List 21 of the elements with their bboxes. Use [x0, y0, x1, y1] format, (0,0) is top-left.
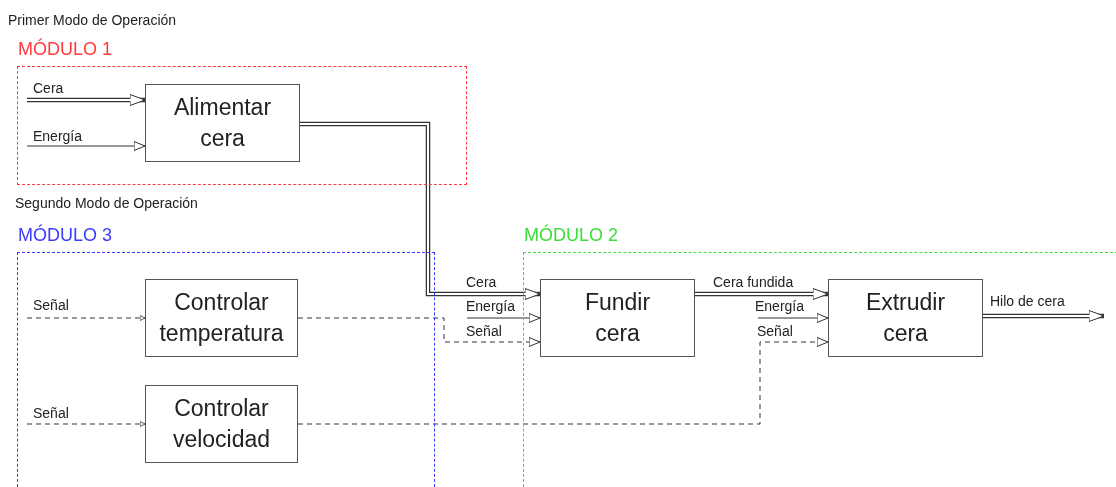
- edge-label: Señal: [33, 405, 69, 421]
- edge-label: Señal: [33, 297, 69, 313]
- edge-label: Cera fundida: [713, 274, 794, 290]
- edge-label: Energía: [755, 298, 805, 314]
- edge-label: Cera: [33, 80, 64, 96]
- process-box: Controlar temperatura: [145, 279, 298, 357]
- process-box: Fundir cera: [540, 279, 695, 357]
- process-box: Controlar velocidad: [145, 385, 298, 463]
- edge-label: Señal: [757, 323, 793, 339]
- process-box: Extrudir cera: [828, 279, 983, 357]
- edge-label: Hilo de cera: [990, 293, 1065, 309]
- mode-heading: Segundo Modo de Operación: [15, 195, 198, 211]
- edge-label: Cera: [466, 274, 497, 290]
- module-heading: MÓDULO 3: [18, 224, 113, 246]
- module-heading: MÓDULO 2: [524, 224, 619, 246]
- edge-label: Energía: [466, 298, 516, 314]
- edge-label: Señal: [466, 323, 502, 339]
- mode-heading: Primer Modo de Operación: [8, 12, 177, 28]
- process-box: Alimentar cera: [145, 84, 300, 162]
- module-heading: MÓDULO 1: [18, 38, 113, 60]
- edge-label: Energía: [33, 128, 83, 144]
